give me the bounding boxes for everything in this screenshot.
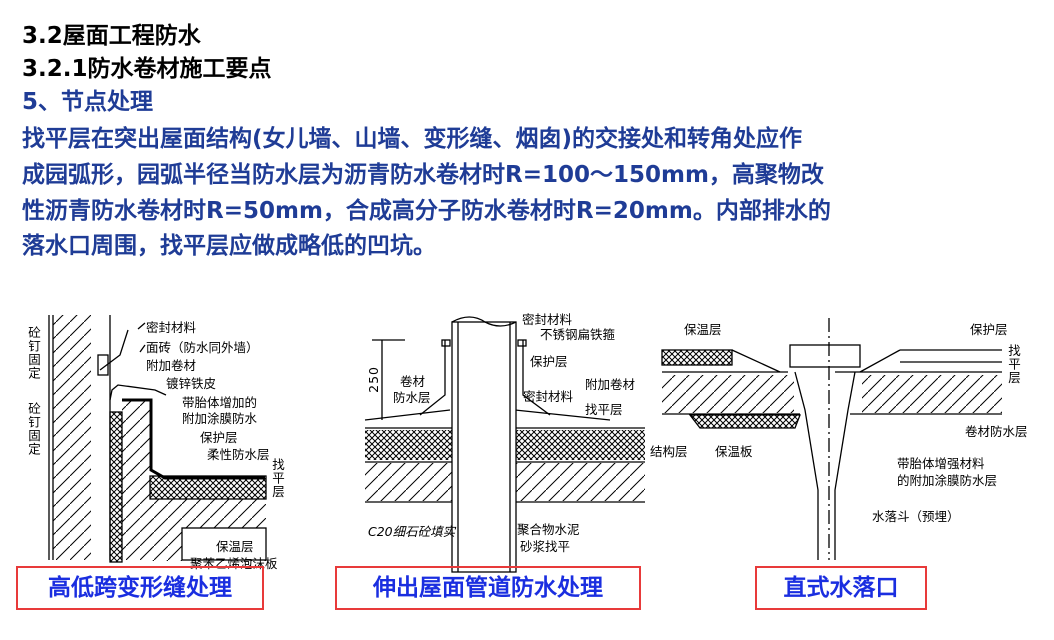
caption-vertical-drain: 直式水落口 [755, 566, 927, 610]
fig1-label-nail-fixing-2: 砼钉固定 [26, 402, 41, 456]
fig2-label-steel-band: 不锈钢扁铁箍 [540, 327, 616, 342]
fig3-label-insulation-board: 保温板 [715, 444, 753, 459]
fig1-label-galvanized-sheet: 镀锌铁皮 [166, 376, 217, 391]
fig2-label-protective-layer: 保护层 [530, 354, 568, 369]
fig1-label-nail-fixing-1: 砼钉固定 [26, 326, 41, 380]
vertical-drain-diagram [661, 318, 1002, 560]
fig3-label-protective-layer: 保护层 [970, 322, 1008, 337]
fig2-label-polymer-cement: 聚合物水泥 [517, 522, 580, 537]
fig1-label-reinforced-2: 附加涂膜防水 [182, 411, 258, 426]
fig3-label-insulation: 保温层 [684, 322, 722, 337]
fig2-dimension-250: 250 [366, 366, 381, 393]
fig2-label-membrane: 卷材 [400, 374, 426, 389]
fig3-label-membrane-waterproof: 卷材防水层 [965, 424, 1028, 439]
fig3-label-structural-layer: 结构层 [650, 444, 688, 459]
fig1-label-insulation: 保温层 [216, 539, 254, 554]
fig3-label-reinforced-1: 带胎体增强材料 [897, 456, 985, 471]
fig2-label-additional-membrane: 附加卷材 [585, 377, 636, 392]
fig1-label-sealant: 密封材料 [146, 320, 197, 335]
paragraph-line-4: 落水口周围，找平层应做成略低的凹坑。 [22, 233, 436, 259]
fig1-label-protective-layer: 保护层 [200, 430, 238, 445]
fig1-label-flexible-waterproof: 柔性防水层 [207, 447, 270, 462]
paragraph-line-2: 成园弧形，园弧半径当防水层为沥青防水卷材时R=100～150mm，高聚物改 [22, 162, 824, 188]
fig1-label-leveling-layer: 找平层 [270, 458, 285, 499]
fig2-label-c20-fill: C20细石砼填实 [368, 524, 456, 539]
caption-pipe-penetration: 伸出屋面管道防水处理 [335, 566, 641, 610]
fig1-label-reinforced-1: 带胎体增加的 [182, 395, 258, 410]
fig1-label-tile: 面砖（防水同外墙） [146, 340, 259, 355]
fig3-label-leveling-layer: 找平层 [1006, 344, 1021, 385]
fig2-label-leveling-layer: 找平层 [585, 402, 623, 417]
paragraph-line-3: 性沥青防水卷材时R=50mm，合成高分子防水卷材时R=20mm。内部排水的 [22, 198, 831, 224]
item-title: 5、节点处理 [22, 89, 154, 115]
fig1-label-additional-membrane: 附加卷材 [146, 358, 197, 373]
fig3-label-reinforced-2: 的附加涂膜防水层 [897, 473, 998, 488]
expansion-joint-diagram [48, 315, 267, 563]
fig2-label-sealant-2: 密封材料 [523, 389, 574, 404]
pipe-penetration-diagram [364, 316, 645, 573]
section-title: 3.2屋面工程防水 [22, 23, 201, 49]
fig2-label-sealant: 密封材料 [522, 312, 573, 327]
caption-expansion-joint: 高低跨变形缝处理 [16, 566, 264, 610]
fig2-label-waterproof-layer: 防水层 [393, 390, 431, 405]
subsection-title: 3.2.1防水卷材施工要点 [22, 56, 272, 82]
fig2-label-mortar-leveling: 砂浆找平 [520, 539, 571, 554]
fig3-label-drain-hopper: 水落斗（预埋） [872, 509, 960, 524]
paragraph-line-1: 找平层在突出屋面结构(女儿墙、山墙、变形缝、烟囱)的交接处和转角处应作 [22, 126, 803, 152]
